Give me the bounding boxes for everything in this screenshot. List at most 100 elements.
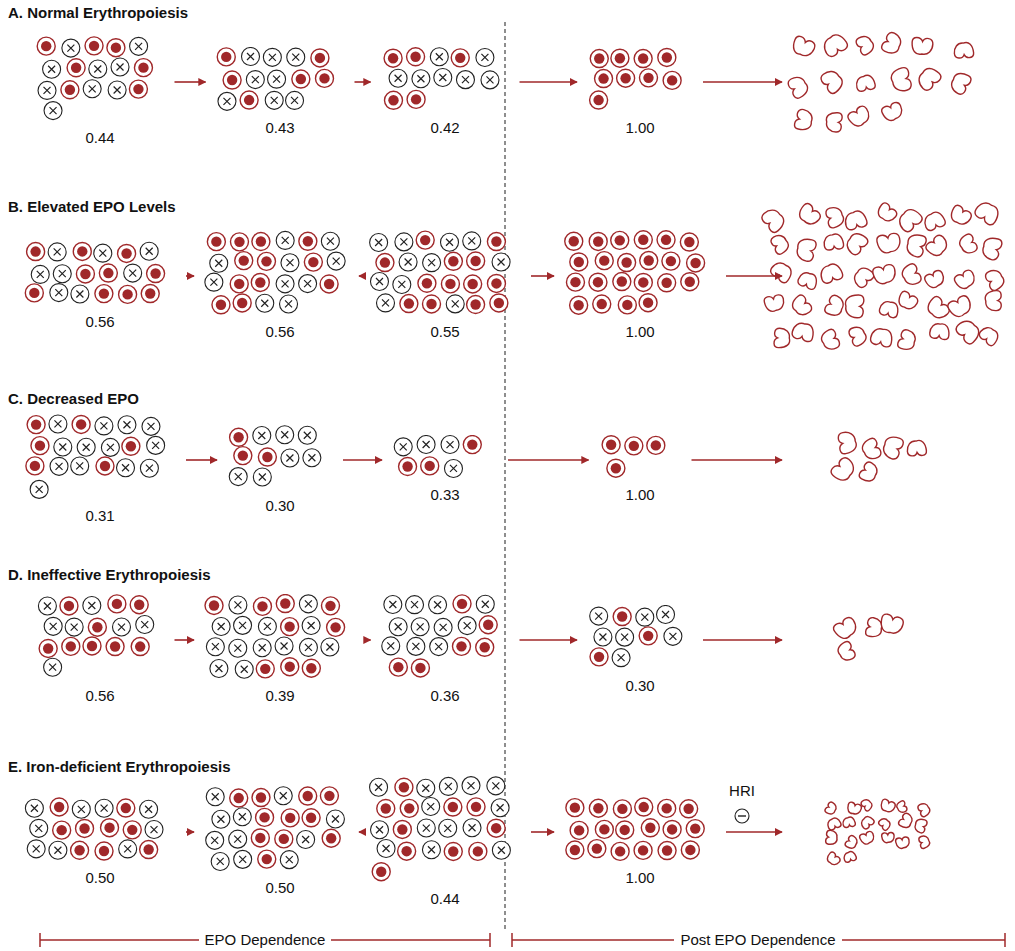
live-cell	[205, 597, 223, 615]
erythrocyte	[842, 816, 856, 828]
live-cell	[26, 457, 44, 475]
dying-cell	[434, 618, 452, 636]
dying-cell	[229, 830, 247, 848]
live-cell	[624, 437, 642, 455]
live-cell	[230, 275, 248, 293]
erythrocyte	[763, 293, 785, 312]
live-cell	[589, 273, 607, 291]
dying-cell	[299, 275, 317, 293]
dying-cell	[389, 69, 407, 87]
dying-cell	[664, 627, 682, 645]
cell-group	[369, 230, 521, 322]
fraction-value: 1.00	[560, 868, 720, 888]
erythrocyte	[843, 230, 869, 257]
dying-cell	[112, 618, 130, 636]
erythrocyte	[844, 834, 859, 850]
cell-group	[381, 47, 510, 118]
dying-cell	[636, 608, 654, 626]
erythrocyte	[789, 293, 814, 318]
live-cell	[680, 799, 698, 817]
cell-cluster: 0.30	[583, 605, 697, 696]
dying-cell	[48, 242, 66, 260]
live-cell	[117, 799, 135, 817]
live-cell	[304, 253, 322, 271]
live-cell	[258, 448, 276, 466]
row-title: E. Iron-deficient Erythropoiesis	[8, 758, 231, 776]
dying-cell	[140, 800, 158, 818]
cell-cluster: 0.39	[200, 594, 360, 706]
phase-divider	[504, 22, 505, 930]
red-cells	[759, 31, 1006, 867]
row-title: C. Decreased EPO	[8, 390, 139, 408]
dying-cell	[405, 596, 423, 614]
cell-group	[392, 435, 498, 485]
dying-cell	[422, 797, 440, 815]
erythrocyte	[795, 237, 817, 262]
erythrocyte	[985, 290, 1002, 311]
live-cell	[613, 607, 631, 625]
cell-cluster: 0.44	[32, 36, 169, 148]
live-cell	[106, 39, 124, 57]
erythrocyte	[819, 328, 842, 352]
live-cell	[281, 809, 299, 827]
dying-cell	[206, 638, 224, 656]
dying-cell	[429, 638, 447, 656]
live-cell	[606, 459, 624, 477]
live-cell	[602, 436, 620, 454]
dying-cell	[234, 616, 252, 634]
inhibition-symbol	[735, 809, 749, 823]
live-cell	[658, 841, 676, 859]
fraction-value: 0.30	[223, 496, 337, 516]
live-cell	[490, 294, 508, 312]
live-cell	[400, 295, 418, 313]
erythrocyte	[917, 802, 932, 818]
erythrocyte	[876, 232, 902, 255]
dying-cell	[298, 426, 316, 444]
flow-arrow	[186, 831, 194, 833]
erythrocyte	[837, 430, 858, 454]
dying-cell	[77, 438, 95, 456]
live-cell	[452, 637, 470, 655]
live-cell	[566, 841, 584, 859]
live-cell	[252, 233, 270, 251]
dying-cell	[49, 415, 67, 433]
flow-arrow	[359, 275, 366, 277]
erythrocyte	[845, 295, 864, 318]
erythrocyte	[843, 850, 857, 863]
erythrocyte	[905, 233, 927, 258]
live-cell	[590, 91, 608, 109]
live-cell	[88, 618, 106, 636]
live-cell	[82, 637, 100, 655]
dying-cell	[428, 596, 446, 614]
dying-cell	[119, 839, 137, 857]
live-cell	[73, 242, 91, 260]
live-cell	[140, 840, 158, 858]
flow-arrow	[726, 275, 782, 277]
live-cell	[646, 436, 664, 454]
live-cell	[234, 446, 252, 464]
erythrocyte	[825, 830, 837, 845]
live-cell	[590, 49, 608, 67]
dying-cell	[94, 244, 112, 262]
erythrocyte	[859, 814, 875, 830]
dying-cell	[50, 457, 68, 475]
live-cell	[634, 231, 652, 249]
dying-cell	[30, 819, 48, 837]
live-cell	[590, 647, 608, 665]
dying-cell	[462, 776, 480, 794]
erythrocyte	[954, 42, 974, 59]
erythrocyte	[897, 328, 918, 352]
dying-cell	[27, 839, 45, 857]
dying-cell	[491, 798, 509, 816]
live-cell	[487, 819, 505, 837]
fraction-value: 0.50	[20, 868, 180, 888]
dying-cell	[475, 48, 493, 66]
live-cell	[407, 90, 425, 108]
live-cell	[634, 273, 652, 291]
dying-cell	[612, 648, 630, 666]
live-cell	[639, 626, 657, 644]
inhibitor-label: HRI	[729, 782, 755, 800]
live-cell	[251, 273, 269, 291]
erythrocyte	[855, 74, 876, 93]
fraction-value: 0.36	[377, 686, 514, 706]
